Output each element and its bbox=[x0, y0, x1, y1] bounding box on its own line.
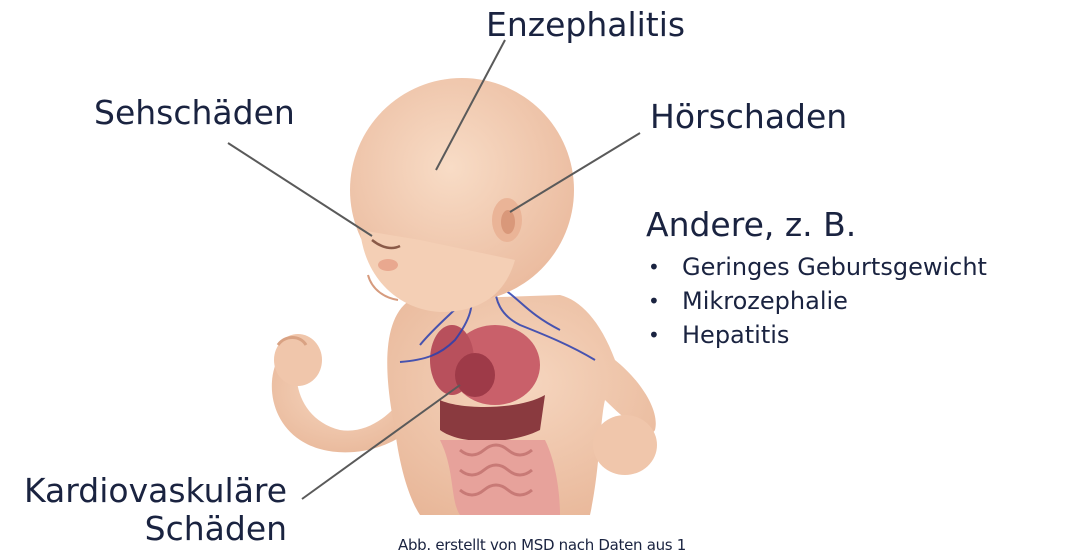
list-item: •Geringes Geburtsgewicht bbox=[648, 250, 987, 284]
bullet-icon: • bbox=[648, 250, 682, 284]
label-encephalitis: Enzephalitis bbox=[486, 8, 685, 41]
label-cardiovascular-line1: Kardiovaskuläre bbox=[24, 472, 287, 510]
list-item-label: Mikrozephalie bbox=[682, 284, 848, 318]
list-item: •Hepatitis bbox=[648, 318, 987, 352]
list-item-label: Hepatitis bbox=[682, 318, 789, 352]
label-hearing-damage: Hörschaden bbox=[650, 100, 847, 133]
label-cardiovascular-line2: Schäden bbox=[24, 510, 287, 548]
bullet-icon: • bbox=[648, 318, 682, 352]
figure-caption: Abb. erstellt von MSD nach Daten aus 1 bbox=[398, 536, 686, 554]
label-vision-damage: Sehschäden bbox=[94, 96, 295, 129]
other-heading: Andere, z. B. bbox=[646, 208, 856, 241]
head bbox=[350, 78, 574, 312]
other-list: •Geringes Geburtsgewicht •Mikrozephalie … bbox=[648, 250, 987, 352]
label-cardiovascular-damage: Kardiovaskuläre Schäden bbox=[24, 472, 287, 548]
list-item-label: Geringes Geburtsgewicht bbox=[682, 250, 987, 284]
list-item: •Mikrozephalie bbox=[648, 284, 987, 318]
bullet-icon: • bbox=[648, 284, 682, 318]
right-hand bbox=[593, 415, 657, 475]
